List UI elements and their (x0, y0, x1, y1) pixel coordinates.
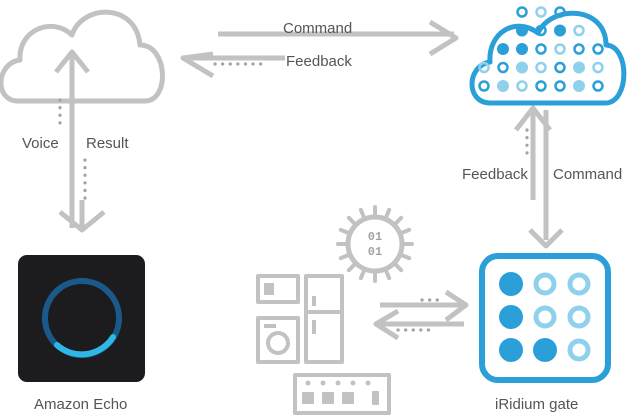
iridium-cloud-icon (469, 6, 627, 106)
cloud-dot (516, 80, 528, 92)
gate-led (533, 338, 557, 362)
gate-led (567, 305, 591, 329)
iridium-gate-icon (479, 253, 611, 383)
gate-led (567, 272, 591, 296)
label-command-right: Command (553, 166, 622, 183)
gate-led (499, 272, 523, 296)
chip-pin (394, 263, 404, 273)
chip-pin (394, 215, 404, 225)
top-arrows (180, 19, 459, 79)
cloud-dot (573, 43, 585, 55)
processor-chip-icon: 01 01 (336, 205, 414, 283)
chip-pin (346, 215, 356, 225)
panel-switch (322, 392, 334, 404)
chip-binary-row-2: 01 (368, 245, 382, 259)
panel-switch (342, 392, 354, 404)
panel-indicator (350, 380, 356, 386)
chip-pin (358, 269, 366, 281)
cloud-dot (535, 80, 547, 92)
amazon-cloud-icon (0, 9, 165, 104)
cloud-dot (554, 80, 566, 92)
cloud-dot (592, 61, 604, 74)
cloud-dot (573, 80, 585, 92)
chip-pin (400, 227, 412, 235)
label-iridium-gate: iRidium gate (495, 396, 578, 413)
cloud-dot (554, 61, 566, 74)
cloud-dot (573, 24, 585, 37)
cloud-dot (497, 61, 509, 74)
panel-toggle (372, 391, 379, 405)
cloud-dot (573, 61, 585, 74)
gate-led (499, 305, 523, 329)
left-vertical-arrow (54, 49, 106, 233)
cloud-dot (535, 43, 547, 55)
cloud-dot (516, 61, 528, 74)
right-vertical-arrow (514, 105, 564, 249)
cloud-dot (554, 6, 566, 18)
cloud-dot (554, 24, 566, 37)
cloud-dot (478, 80, 490, 92)
chip-pin (384, 269, 392, 281)
cloud-dot (535, 6, 547, 18)
chip-binary-row-1: 01 (368, 230, 382, 244)
cloud-dot (497, 43, 509, 55)
label-result: Result (86, 135, 129, 152)
label-feedback-right: Feedback (462, 166, 528, 183)
cloud-dot (535, 61, 547, 74)
cloud-dot (516, 43, 528, 55)
label-feedback-top: Feedback (286, 53, 352, 70)
panel-indicator (320, 380, 326, 386)
panel-switch (302, 392, 314, 404)
chip-pin (358, 207, 366, 219)
cloud-dot (554, 43, 566, 55)
label-voice: Voice (22, 135, 59, 152)
cloud-dot (516, 24, 528, 37)
gate-led (533, 305, 557, 329)
cloud-dot (535, 24, 547, 37)
chip-pin (338, 253, 350, 261)
label-command-top: Command (283, 20, 352, 37)
label-amazon-echo: Amazon Echo (34, 396, 127, 413)
cloud-dot (592, 43, 604, 55)
chip-pin (400, 253, 412, 261)
panel-indicator (305, 380, 311, 386)
chip-pin (338, 227, 350, 235)
cloud-dot (592, 80, 604, 92)
gate-led (533, 272, 557, 296)
chip-pin (384, 207, 392, 219)
cloud-dot (497, 80, 509, 92)
cloud-dot (516, 6, 528, 18)
chip-pin (346, 263, 356, 273)
cloud-dot (478, 61, 490, 74)
gate-led (567, 338, 591, 362)
gate-appliance-arrow (373, 289, 469, 341)
appliances-icon (256, 274, 391, 415)
gate-led (499, 338, 523, 362)
amazon-echo-icon (18, 255, 145, 382)
panel-indicator (365, 380, 371, 386)
panel-indicator (335, 380, 341, 386)
